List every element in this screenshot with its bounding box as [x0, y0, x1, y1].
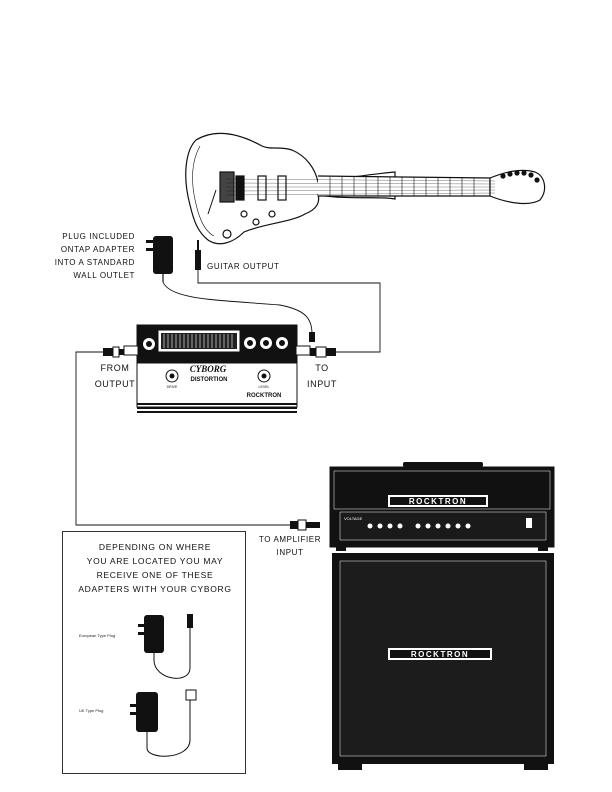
amp-input-plug — [290, 520, 320, 530]
adapter-instruction-line: INTO A STANDARD — [40, 256, 135, 269]
from-output-label: FROM OUTPUT — [90, 360, 140, 392]
pedal-knob-label-drive: DRIVE — [167, 385, 178, 389]
info-heading-line: ADAPTERS WITH YOUR CYBORG — [63, 582, 247, 596]
adapter-info-box: DEPENDING ON WHERE YOU ARE LOCATED YOU M… — [62, 531, 246, 774]
pedal-brand: ROCKTRON — [247, 393, 282, 399]
pedal-subtitle: DISTORTION — [191, 377, 228, 383]
electric-guitar — [186, 133, 545, 243]
to-amplifier-input-label: TO AMPLIFIER INPUT — [240, 533, 340, 559]
wall-adapter-icon — [146, 236, 173, 282]
info-heading-line: RECEIVE ONE OF THESE — [63, 568, 247, 582]
cabinet-brand: ROCKTRON — [411, 650, 469, 659]
guitar-output-label: GUITAR OUTPUT — [207, 260, 327, 273]
uk-adapter-label: UK Type Plug — [79, 708, 103, 713]
adapter-instruction-label: PLUG INCLUDED ONTAP ADAPTER INTO A STAND… — [40, 230, 135, 282]
to-input-label: TO INPUT — [302, 360, 342, 392]
pedal-knob-label-level: LEVEL — [259, 385, 270, 389]
european-adapter-label: European Type Plug — [79, 633, 115, 638]
amp-brand: ROCKTRON — [409, 497, 467, 506]
adapter-instruction-line: PLUG INCLUDED — [40, 230, 135, 243]
pedal-power-plug — [309, 332, 315, 342]
pedal-model: CYBORG — [190, 364, 227, 374]
adapter-instruction-line: ONTAP ADAPTER — [40, 243, 135, 256]
amplifier-head — [330, 462, 554, 551]
pedal-output-plug — [103, 347, 124, 357]
guitar-output-plug — [195, 240, 201, 270]
adapter-instruction-line: WALL OUTLET — [40, 269, 135, 282]
from-output-line: FROM — [90, 360, 140, 376]
to-amplifier-line: INPUT — [240, 546, 340, 559]
info-heading-line: DEPENDING ON WHERE — [63, 540, 247, 554]
info-heading-line: YOU ARE LOCATED YOU MAY — [63, 554, 247, 568]
to-input-line: INPUT — [302, 376, 342, 392]
to-input-line: TO — [302, 360, 342, 376]
info-box-heading: DEPENDING ON WHERE YOU ARE LOCATED YOU M… — [63, 540, 247, 596]
pedal-input-plug — [310, 347, 336, 357]
to-amplifier-line: TO AMPLIFIER — [240, 533, 340, 546]
from-output-line: OUTPUT — [90, 376, 140, 392]
amp-model: VOLTAGE — [344, 516, 363, 521]
speaker-cabinet — [332, 553, 554, 770]
